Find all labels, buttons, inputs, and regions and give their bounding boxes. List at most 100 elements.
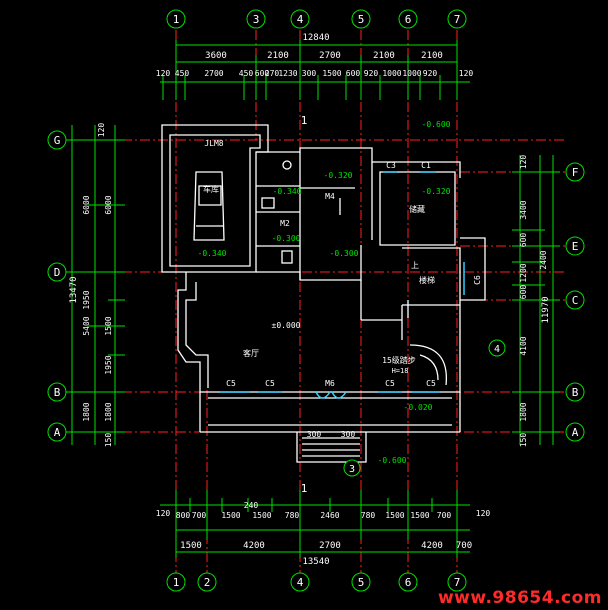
dim-right-seg: 600: [519, 285, 528, 300]
label-c6: C6: [473, 275, 482, 285]
windows: [220, 171, 465, 399]
dim-right-seg: 600: [519, 233, 528, 248]
stair-label: 15级踏步: [382, 355, 416, 365]
grid-label-left: B: [54, 386, 61, 399]
dim-top-row3: 1500: [322, 69, 341, 78]
dim-bottom-row2: 1500: [180, 541, 202, 551]
dim-top-row3: 1000: [402, 69, 421, 78]
grid-label-bottom: 7: [454, 576, 461, 589]
dim-bottom-row1: 300: [341, 430, 356, 439]
grid-axes: [68, 30, 565, 580]
dim-left-overall: 13470: [69, 276, 79, 303]
dim-bottom-row2: 4200: [421, 541, 443, 551]
dim-top-row3: 270: [265, 69, 280, 78]
dim-bottom-row1: 1500: [410, 511, 429, 520]
grid-label-bottom: 2: [204, 576, 211, 589]
dim-left-seg: 1800: [104, 402, 113, 421]
dim-left-seg: 1950: [104, 355, 113, 374]
watermark-text: www.98654.com: [437, 588, 602, 608]
dim-top-row3: 300: [302, 69, 317, 78]
level-mark: -0.320: [422, 187, 451, 196]
grid-label-left: D: [54, 266, 61, 279]
room-stair: 楼梯: [419, 275, 435, 285]
dim-top-row3: 450: [175, 69, 190, 78]
level-mark: -0.300: [330, 249, 359, 258]
grid-label-bottom: 6: [405, 576, 412, 589]
label-c1: C1: [421, 161, 431, 170]
section-mark: 3: [349, 464, 355, 475]
label-m2: M2: [280, 219, 290, 228]
dim-right-seg: 1800: [519, 402, 528, 421]
walls: [161, 124, 486, 463]
dim-top-row3: 920: [364, 69, 379, 78]
level-mark: -0.340: [198, 249, 227, 258]
dim-top-row3: 2700: [204, 69, 223, 78]
dim-bottom-row1: 800: [176, 511, 191, 520]
dimension-lines: [62, 40, 560, 558]
grid-label-bottom: 1: [173, 576, 180, 589]
room-living: 客厅: [243, 348, 259, 358]
level-mark: -0.320: [324, 171, 353, 180]
level-mark: -0.300: [272, 234, 301, 243]
dim-bottom-row1: 1500: [385, 511, 404, 520]
dim-left-seg: 1950: [82, 290, 91, 309]
dim-bottom-row1: 300: [307, 430, 322, 439]
dim-bottom-row1: 700: [192, 511, 207, 520]
dim-right-seg: 1200: [519, 263, 528, 282]
dim-top-overall: 12840: [302, 33, 329, 43]
grid-label-right: A: [572, 426, 579, 439]
dim-right-seg: 120: [519, 155, 528, 170]
dim-top-row3: 600: [346, 69, 361, 78]
grid-label-top: 3: [253, 13, 260, 26]
dim-left-seg: 150: [104, 433, 113, 448]
dim-top-row2: 2100: [421, 51, 443, 61]
dim-bottom-row1: 120: [156, 509, 171, 518]
axis-bubbles: [47, 9, 585, 592]
grid-label-right: C: [572, 294, 579, 307]
label-c5: C5: [426, 379, 436, 388]
grid-label-top: 7: [454, 13, 461, 26]
dim-bottom-row2: 2700: [319, 541, 341, 551]
dim-right-overall: 11970: [541, 296, 551, 323]
dim-right-seg: 150: [519, 433, 528, 448]
level-mark: -0.020: [404, 403, 433, 412]
grid-label-right: E: [572, 240, 579, 253]
grid-label-right: F: [572, 166, 579, 179]
room-garage: 车库: [203, 184, 219, 194]
label-floor-zero: ±0.000: [272, 321, 301, 330]
dim-bottom-row1: 1500: [252, 511, 271, 520]
grid-label-bottom: 4: [297, 576, 304, 589]
dim-bottom-row2: 700: [456, 541, 472, 551]
dim-top-row2: 3600: [205, 51, 227, 61]
dim-bottom-row1: 120: [476, 509, 491, 518]
dim-right-seg: 3400: [519, 200, 528, 219]
label-c5: C5: [385, 379, 395, 388]
grid-label-top: 5: [358, 13, 365, 26]
dim-top-row3: 600: [255, 69, 270, 78]
dim-top-row3: 1230: [278, 69, 297, 78]
grid-label-top: 1: [173, 13, 180, 26]
dim-left-seg: 6000: [82, 195, 91, 214]
dim-bottom-row1: 2460: [320, 511, 339, 520]
dim-bottom-row2: 4200: [243, 541, 265, 551]
level-mark: -0.340: [273, 187, 302, 196]
dim-top-row3: 120: [156, 69, 171, 78]
level-mark: -0.600: [378, 456, 407, 465]
section-mark: 1: [301, 114, 308, 127]
dim-top-row2: 2700: [319, 51, 341, 61]
dim-bottom-overall: 13540: [302, 557, 329, 567]
grid-label-right: B: [572, 386, 579, 399]
section-mark: 4: [494, 344, 500, 355]
grid-label-top: 4: [297, 13, 304, 26]
grid-label-top: 6: [405, 13, 412, 26]
room-storage: 储藏: [409, 204, 425, 214]
grid-label-left: A: [54, 426, 61, 439]
dim-bottom-row1: 240: [244, 501, 259, 510]
dim-bottom-row1: 780: [361, 511, 376, 520]
dim-left-seg: 5400: [82, 316, 91, 335]
label-c3: C3: [386, 161, 396, 170]
grid-label-bottom: 5: [358, 576, 365, 589]
dim-top-row3: 450: [239, 69, 254, 78]
